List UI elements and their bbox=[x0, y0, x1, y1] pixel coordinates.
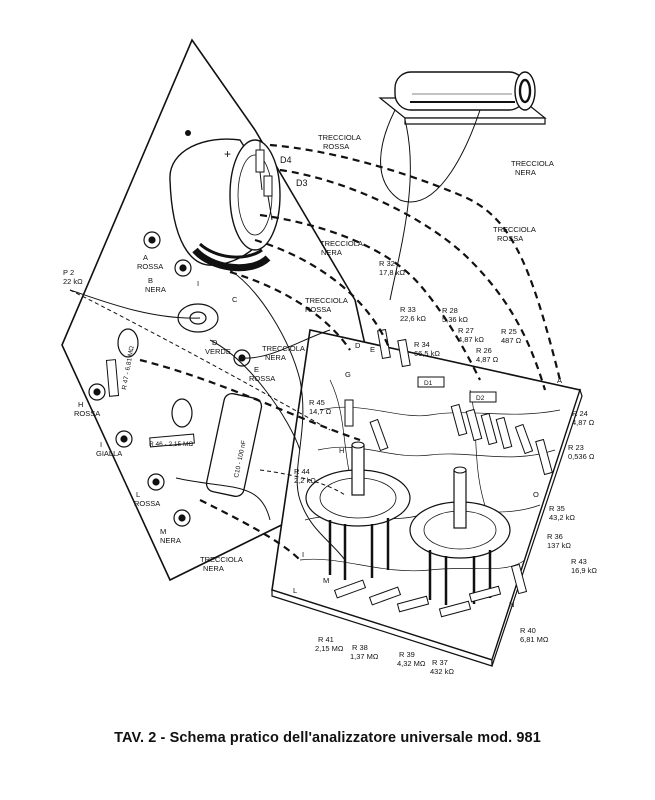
board-letter-d: D bbox=[355, 341, 361, 350]
panel-resistors bbox=[105, 359, 195, 448]
panel-letter-i: I bbox=[197, 279, 199, 288]
diode-label-d3: D3 bbox=[296, 178, 308, 188]
board-letter-g: G bbox=[345, 370, 351, 379]
meter-diodes bbox=[255, 140, 273, 221]
diode-label-d4: D4 bbox=[280, 155, 292, 165]
diode-label-d1: D1 bbox=[424, 380, 433, 387]
panel-hole bbox=[171, 398, 193, 428]
board-letter-o: O bbox=[533, 490, 539, 499]
meter: + bbox=[169, 138, 281, 272]
rotary-switch-right bbox=[409, 466, 511, 605]
board-letter-a: A bbox=[557, 376, 562, 385]
board-letter-n: N bbox=[509, 600, 514, 609]
panel-hole bbox=[117, 328, 139, 358]
meter-plus-sign: + bbox=[224, 147, 231, 161]
board-resistors bbox=[333, 328, 553, 618]
board-letter-m: M bbox=[323, 576, 329, 585]
rotary-switch-left bbox=[305, 441, 411, 580]
board-letter-i: I bbox=[302, 550, 304, 559]
diode-label-d2: D2 bbox=[476, 395, 485, 402]
r46-label: R 46 - 2,15 MΩ bbox=[149, 441, 193, 448]
board-letter-l: L bbox=[293, 586, 297, 595]
dashed-wires bbox=[139, 143, 562, 561]
board-diodes bbox=[417, 376, 497, 403]
panel-jacks bbox=[88, 231, 251, 527]
board-letter-e: E bbox=[370, 345, 375, 354]
figure-caption: TAV. 2 - Schema pratico dell'analizzator… bbox=[114, 730, 541, 746]
board-letter-h: H bbox=[339, 446, 344, 455]
wiring-diagram: + bbox=[61, 38, 597, 676]
capacitor bbox=[205, 392, 263, 498]
thin-dashed-wires bbox=[69, 289, 346, 496]
panel-letter-c: C bbox=[232, 295, 238, 304]
battery bbox=[378, 71, 547, 125]
